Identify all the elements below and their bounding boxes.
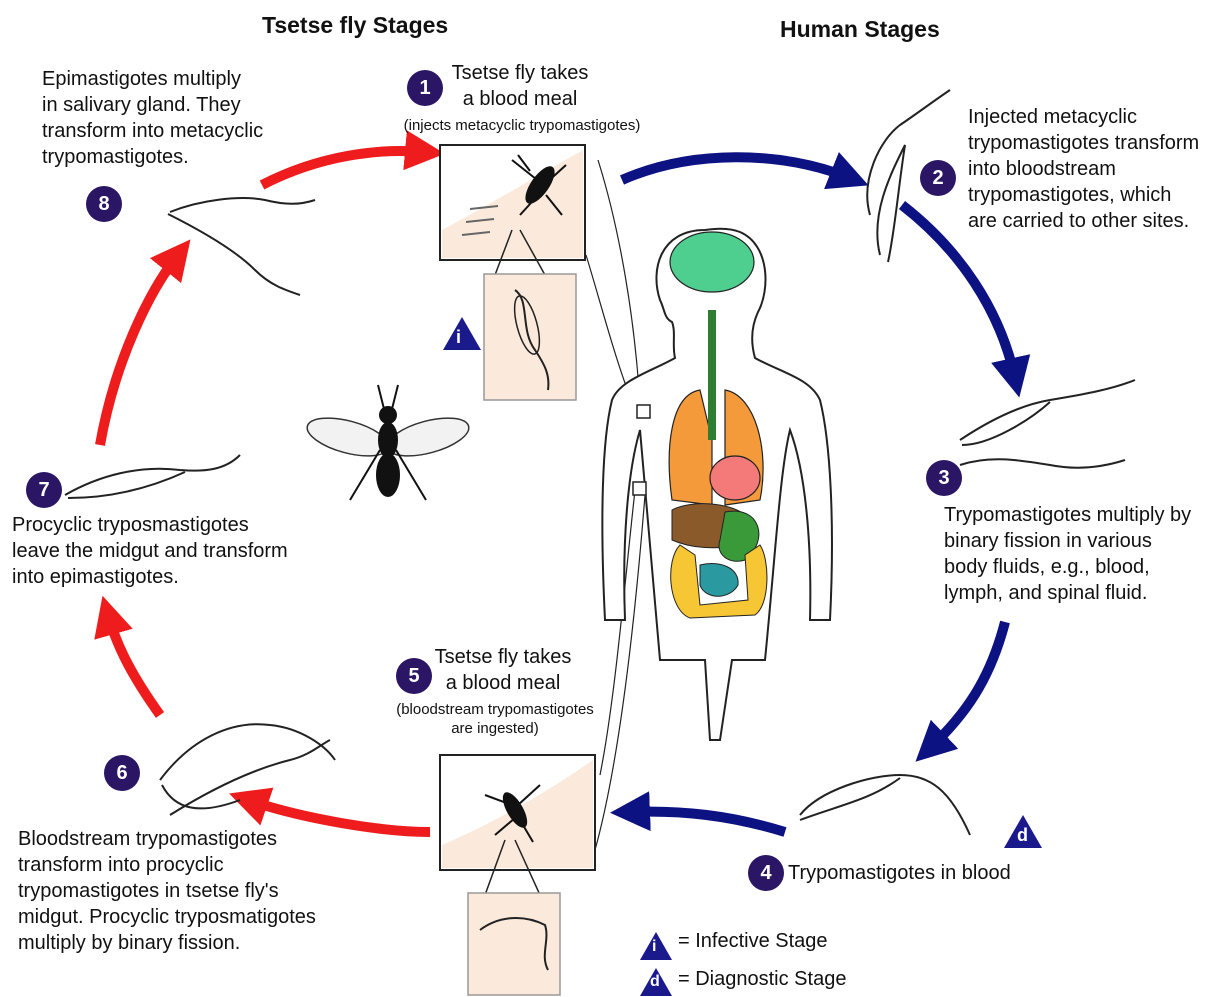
heart-organ [710,456,760,500]
arrow-3-to-4 [930,622,1005,748]
step-7-text: Procyclic tryposmastigotes leave the mid… [12,512,332,590]
trypomastigote-sketch-3a [960,380,1135,445]
step-2-badge: 2 [920,160,956,196]
step-5-text: Tsetse fly takes a blood meal [418,644,588,696]
diagnostic-marker-letter: d [1017,822,1028,848]
human-stages-header: Human Stages [780,16,940,43]
step-3-badge: 3 [926,460,962,496]
epimastigote-sketch-8 [168,198,315,295]
step-4-badge: 4 [748,855,784,891]
step-6-text: Bloodstream trypomastigotes transform in… [18,826,358,956]
procyclic-sketch-7 [65,455,240,498]
step-1-subtext: (injects metacyclic trypomastigotes) [372,116,672,135]
legend-infective-label: = Infective Stage [678,928,828,954]
tsetse-stages-header: Tsetse fly Stages [262,12,448,39]
arrow-4-to-5 [630,812,785,832]
infective-marker-letter: i [456,324,461,350]
step-2-text: Injected metacyclic trypomastigotes tran… [968,104,1218,234]
legend-diagnostic-label: = Diagnostic Stage [678,966,846,992]
arrow-7-to-8 [100,255,178,445]
step-5-subtext: (bloodstream trypomastigotes are ingeste… [370,700,620,738]
bite-box-5 [440,755,595,870]
metacyclic-zoom-box [484,274,576,400]
tsetse-fly-icon [303,385,472,500]
procyclic-sketch-6 [160,724,335,815]
step-7-badge: 7 [26,472,62,508]
legend-infective-letter: i [652,936,656,958]
step-3-text: Trypomastigotes multiply by binary fissi… [944,502,1219,606]
step-4-text: Trypomastigotes in blood [788,860,1048,886]
step-8-badge: 8 [86,186,122,222]
trypomastigote-sketch-4 [800,775,970,835]
human-body-figure [602,229,832,740]
legend-diagnostic-letter: d [650,971,660,993]
step-8-text: Epimastigotes multiply in salivary gland… [42,66,302,170]
step-1-text: Tsetse fly takes a blood meal [430,60,610,112]
infective-stage-marker-icon [443,317,481,350]
arrow-6-to-7 [108,615,160,715]
brain-organ [670,232,754,292]
bite-box-1 [440,145,585,260]
trypomastigote-sketch-3b [960,459,1125,467]
step-6-badge: 6 [104,755,140,791]
arrow-1-to-2 [622,157,850,180]
